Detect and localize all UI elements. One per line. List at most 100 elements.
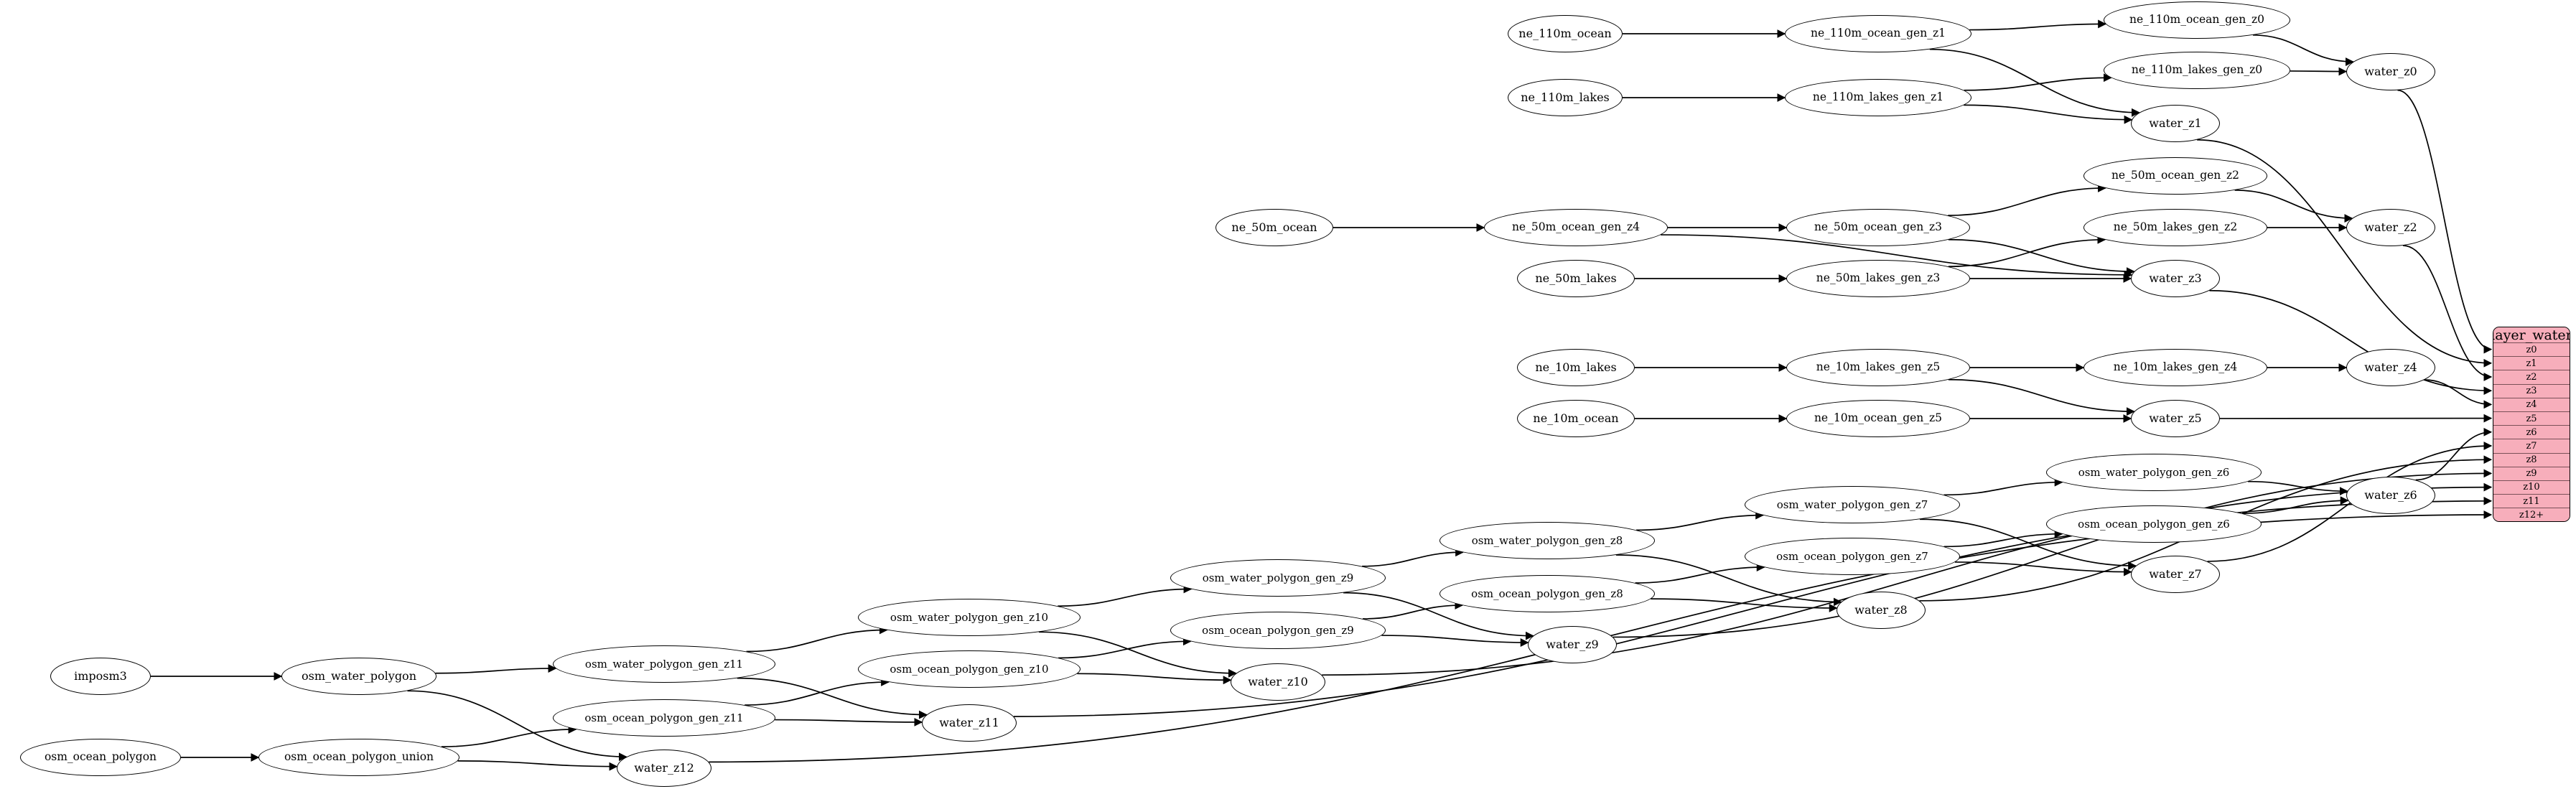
graph-node-osm_ocean_polygon_gen_z10[interactable]: osm_ocean_polygon_gen_z10 — [858, 650, 1081, 688]
graph-node-label: ne_10m_lakes_gen_z4 — [2113, 360, 2238, 374]
graph-node-ne_10m_ocean_gen_z5[interactable]: ne_10m_ocean_gen_z5 — [1786, 400, 1970, 437]
graph-node-ne_50m_ocean_gen_z3[interactable]: ne_50m_ocean_gen_z3 — [1786, 209, 1970, 246]
graph-node-ne_110m_ocean_gen_z0[interactable]: ne_110m_ocean_gen_z0 — [2104, 1, 2290, 39]
graph-node-label: ne_110m_ocean_gen_z0 — [2129, 13, 2264, 27]
graph-node-ne_10m_ocean[interactable]: ne_10m_ocean — [1517, 400, 1635, 437]
graph-node-label: water_z9 — [1546, 638, 1599, 651]
graph-node-osm_water_polygon_gen_z8[interactable]: osm_water_polygon_gen_z8 — [1439, 522, 1655, 559]
graph-node-label: water_z11 — [939, 716, 999, 729]
graph-edge — [2415, 427, 2493, 481]
graph-edge — [745, 677, 890, 706]
graph-node-label: ne_110m_lakes_gen_z0 — [2131, 63, 2263, 77]
graph-node-water_z2[interactable]: water_z2 — [2346, 209, 2435, 246]
graph-node-ne_110m_ocean[interactable]: ne_110m_ocean — [1508, 15, 1623, 52]
graph-edge — [441, 724, 577, 747]
graph-edge — [2234, 189, 2353, 223]
graph-edge — [2247, 480, 2348, 496]
graph-node-water_z10[interactable]: water_z10 — [1231, 663, 1325, 701]
graph-node-osm_water_polygon_gen_z11[interactable]: osm_water_polygon_gen_z11 — [553, 645, 775, 683]
graph-edge — [1943, 477, 2063, 496]
graph-node-label: water_z6 — [2364, 488, 2417, 502]
graph-node-label: water_z1 — [2149, 116, 2202, 130]
graph-node-label: osm_water_polygon_gen_z10 — [890, 610, 1049, 624]
graph-node-water_z9[interactable]: water_z9 — [1528, 626, 1617, 663]
graph-node-ne_50m_ocean_gen_z4[interactable]: ne_50m_ocean_gen_z4 — [1484, 209, 1668, 246]
graph-node-ne_10m_lakes_gen_z4[interactable]: ne_10m_lakes_gen_z4 — [2083, 349, 2267, 386]
graph-node-water_z4[interactable]: water_z4 — [2346, 349, 2435, 386]
graph-node-water_z0[interactable]: water_z0 — [2346, 53, 2435, 90]
layer-water-row-z10[interactable]: z10 — [2493, 480, 2570, 495]
layer-water-row-z0[interactable]: z0 — [2493, 343, 2570, 358]
graph-node-label: water_z0 — [2364, 65, 2417, 78]
graph-node-label: water_z2 — [2364, 220, 2417, 234]
graph-node-water_z7[interactable]: water_z7 — [2131, 556, 2220, 593]
graph-node-ne_50m_lakes[interactable]: ne_50m_lakes — [1517, 260, 1635, 297]
graph-node-label: ne_50m_lakes — [1535, 271, 1617, 285]
layer-water-row-z3[interactable]: z3 — [2493, 384, 2570, 398]
graph-node-label: imposm3 — [74, 669, 127, 683]
graph-node-ne_10m_lakes[interactable]: ne_10m_lakes — [1517, 349, 1635, 386]
graph-node-imposm3[interactable]: imposm3 — [50, 658, 151, 695]
graph-node-water_z11[interactable]: water_z11 — [922, 704, 1017, 742]
layer-water-row-z6[interactable]: z6 — [2493, 426, 2570, 440]
graph-edge — [1943, 529, 2063, 548]
graph-node-water_z6[interactable]: water_z6 — [2346, 477, 2435, 514]
graph-node-ne_110m_lakes_gen_z1[interactable]: ne_110m_lakes_gen_z1 — [1785, 79, 1971, 116]
graph-node-water_z8[interactable]: water_z8 — [1837, 592, 1926, 629]
graph-node-label: osm_ocean_polygon — [44, 750, 157, 764]
layer-water-row-z12plus[interactable]: z12+ — [2493, 508, 2570, 521]
graph-edge — [746, 625, 888, 653]
graph-node-label: osm_ocean_polygon_gen_z10 — [890, 662, 1049, 676]
graph-node-water_z12[interactable]: water_z12 — [617, 750, 711, 787]
graph-edge — [1651, 598, 1838, 612]
graph-node-osm_water_polygon_gen_z6[interactable]: osm_water_polygon_gen_z6 — [2046, 454, 2262, 491]
graph-node-label: osm_water_polygon_gen_z6 — [2078, 465, 2230, 479]
graph-node-label: osm_ocean_polygon_gen_z7 — [1776, 549, 1928, 563]
layer-water-row-z11[interactable]: z11 — [2493, 495, 2570, 509]
graph-node-label: water_z10 — [1248, 675, 1308, 688]
graph-edge — [1948, 378, 2135, 416]
graph-node-osm_ocean_polygon_gen_z7[interactable]: osm_ocean_polygon_gen_z7 — [1745, 538, 1960, 575]
graph-node-ne_110m_lakes[interactable]: ne_110m_lakes — [1508, 79, 1623, 116]
layer-water-row-z7[interactable]: z7 — [2493, 439, 2570, 454]
graph-node-ne_50m_lakes_gen_z2[interactable]: ne_50m_lakes_gen_z2 — [2083, 209, 2267, 246]
layer-water-row-z9[interactable]: z9 — [2493, 467, 2570, 481]
graph-node-ne_110m_ocean_gen_z1[interactable]: ne_110m_ocean_gen_z1 — [1785, 15, 1971, 52]
graph-edge — [2290, 67, 2348, 76]
graph-node-osm_ocean_polygon_gen_z9[interactable]: osm_ocean_polygon_gen_z9 — [1170, 612, 1386, 649]
graph-node-osm_ocean_polygon_gen_z8[interactable]: osm_ocean_polygon_gen_z8 — [1439, 575, 1655, 612]
graph-edge — [1948, 183, 2106, 216]
graph-node-ne_110m_lakes_gen_z0[interactable]: ne_110m_lakes_gen_z0 — [2104, 52, 2290, 89]
graph-node-label: ne_50m_ocean_gen_z2 — [2111, 169, 2240, 182]
graph-node-water_z3[interactable]: water_z3 — [2131, 260, 2220, 297]
graph-node-osm_water_polygon[interactable]: osm_water_polygon — [281, 658, 437, 695]
graph-node-label: water_z12 — [634, 761, 694, 775]
layer-water-row-z8[interactable]: z8 — [2493, 453, 2570, 467]
graph-node-ne_50m_ocean_gen_z2[interactable]: ne_50m_ocean_gen_z2 — [2083, 157, 2267, 195]
graph-edge — [1636, 510, 1765, 531]
layer-water-row-z4[interactable]: z4 — [2493, 398, 2570, 412]
layer-water-row-z5[interactable]: z5 — [2493, 411, 2570, 426]
graph-node-osm_ocean_polygon[interactable]: osm_ocean_polygon — [20, 739, 181, 776]
graph-node-osm_water_polygon_gen_z10[interactable]: osm_water_polygon_gen_z10 — [858, 599, 1081, 636]
graph-node-ne_50m_ocean[interactable]: ne_50m_ocean — [1215, 209, 1333, 246]
graph-node-osm_water_polygon_gen_z7[interactable]: osm_water_polygon_gen_z7 — [1745, 486, 1960, 523]
graph-node-label: ne_50m_lakes_gen_z2 — [2113, 220, 2238, 234]
graph-node-label: water_z3 — [2149, 271, 2202, 285]
graph-node-ne_10m_lakes_gen_z5[interactable]: ne_10m_lakes_gen_z5 — [1786, 349, 1970, 386]
graph-node-ne_50m_lakes_gen_z3[interactable]: ne_50m_lakes_gen_z3 — [1786, 260, 1970, 297]
layer-water-row-z1[interactable]: z1 — [2493, 357, 2570, 371]
layer-water-table-header: layer_water — [2493, 327, 2570, 343]
graph-edge — [2241, 496, 2349, 514]
graph-edge — [1954, 561, 2132, 576]
graph-node-water_z1[interactable]: water_z1 — [2131, 105, 2220, 142]
graph-node-water_z5[interactable]: water_z5 — [2131, 400, 2220, 437]
graph-node-osm_water_polygon_gen_z9[interactable]: osm_water_polygon_gen_z9 — [1170, 559, 1386, 597]
graph-node-label: osm_water_polygon_gen_z7 — [1776, 498, 1928, 511]
graph-node-osm_ocean_polygon_gen_z11[interactable]: osm_ocean_polygon_gen_z11 — [553, 699, 775, 737]
layer-water-row-z2[interactable]: z2 — [2493, 370, 2570, 385]
graph-node-osm_ocean_polygon_gen_z6[interactable]: osm_ocean_polygon_gen_z6 — [2046, 505, 2262, 543]
graph-edge — [1077, 673, 1232, 685]
graph-node-osm_ocean_polygon_union[interactable]: osm_ocean_polygon_union — [258, 739, 459, 776]
